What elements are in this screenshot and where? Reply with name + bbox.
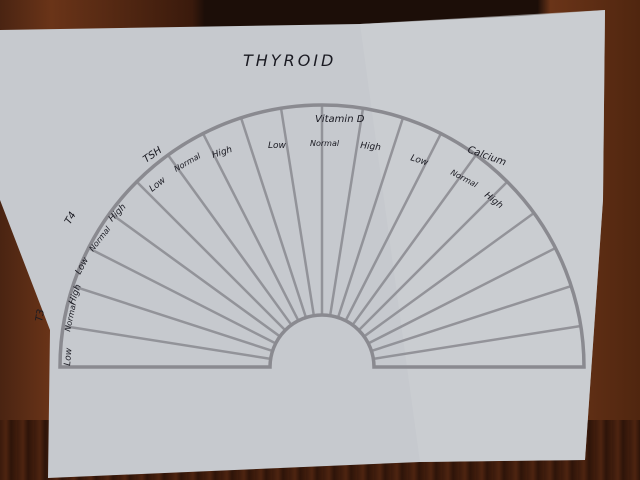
- fan-divider-line: [109, 211, 281, 338]
- fan-divider-line: [351, 154, 478, 326]
- fan-divider-line: [371, 284, 572, 353]
- fan-divider-line: [344, 132, 443, 322]
- fan-divider-line: [87, 246, 277, 345]
- fan-chart: [58, 103, 586, 369]
- t3-low-label: Low: [63, 347, 75, 366]
- vitamin-d-normal-label: Normal: [310, 139, 340, 148]
- fan-divider-line: [363, 211, 535, 338]
- fan-divider-line: [357, 180, 509, 332]
- fan-divider-line: [135, 180, 287, 332]
- vitamin-d-low-label: Low: [268, 141, 287, 151]
- fan-divider-line: [367, 246, 557, 345]
- fan-divider-line: [239, 117, 308, 318]
- fan-divider-line: [201, 132, 300, 322]
- fan-divider-line: [336, 117, 405, 318]
- fan-divider-line: [373, 324, 581, 361]
- fan-divider-line: [72, 284, 273, 353]
- fan-divider-line: [166, 154, 293, 326]
- vitamin-d-high-label: High: [360, 141, 382, 153]
- group-label-t3: T3: [34, 308, 47, 322]
- fan-divider-line: [63, 324, 271, 361]
- fan-divider-line: [328, 108, 365, 316]
- page-title: THYROID: [243, 51, 336, 70]
- fan-divider-line: [279, 108, 316, 316]
- group-label-vitamin-d: Vitamin D: [315, 114, 365, 125]
- group-label-t4: T4: [63, 210, 79, 226]
